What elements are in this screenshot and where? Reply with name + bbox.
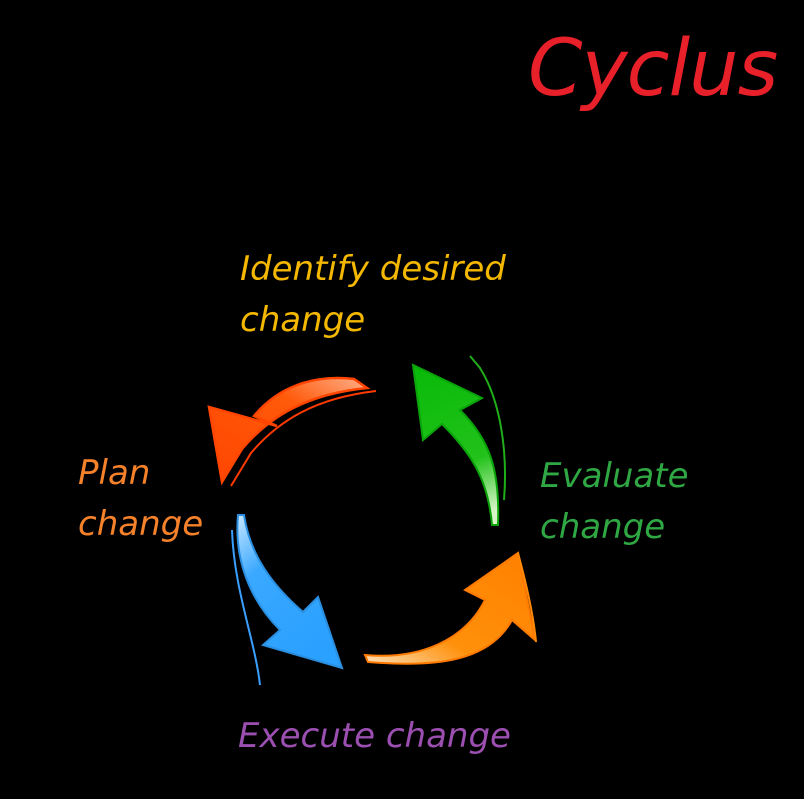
step-evaluate-label: Evaluate change [540, 451, 689, 553]
arrow-identify-to-plan [207, 376, 377, 487]
arrow-execute-to-evaluate [363, 551, 537, 665]
step-identify-line2: change [240, 300, 366, 340]
step-identify-line1: Identify desired [240, 249, 506, 289]
step-plan-line1: Plan [78, 453, 151, 493]
step-plan-line2: change [78, 504, 204, 544]
step-evaluate-line1: Evaluate [540, 456, 689, 496]
step-execute-line1: Execute change [238, 716, 511, 756]
step-identify-label: Identify desired change [240, 244, 506, 346]
arrow-evaluate-to-identify [411, 355, 506, 526]
step-execute-label: Execute change [238, 711, 511, 762]
step-plan-label: Plan change [78, 448, 203, 550]
arrow-plan-to-execute [231, 514, 344, 686]
diagram-title: Cyclus [528, 24, 778, 114]
step-evaluate-line2: change [540, 507, 666, 547]
